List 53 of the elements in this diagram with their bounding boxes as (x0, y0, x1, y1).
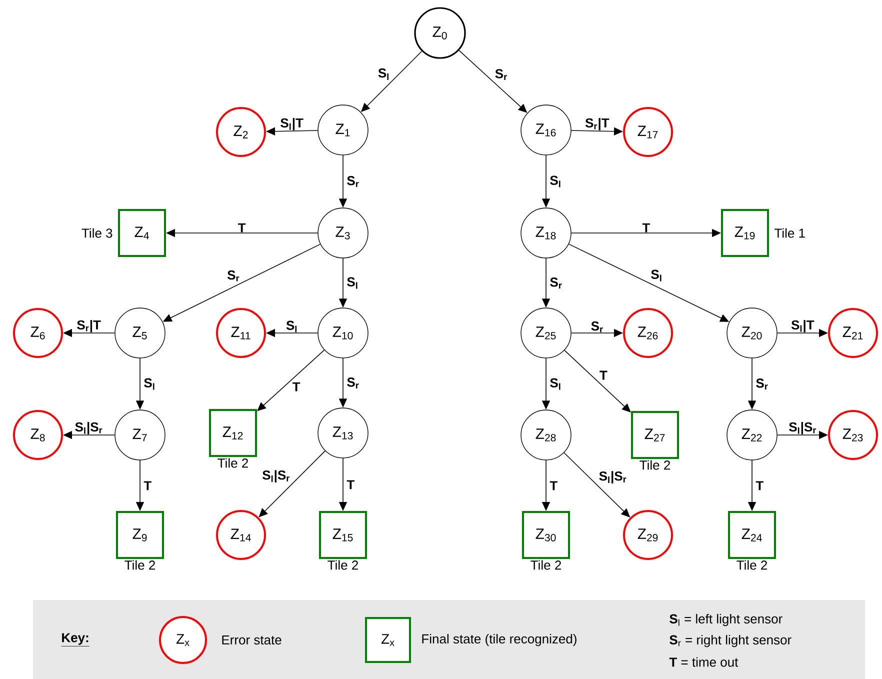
final-state-box: Z$_{9}$ (116, 511, 164, 559)
edge-label: S$_{l}$ (286, 320, 297, 332)
edge-label: S$_{l}$|T (280, 118, 304, 130)
final-state-box: Z$_{30}$ (522, 511, 570, 559)
tile-label: Tile 2 (218, 458, 248, 468)
edge-label: S$_{r}$ (227, 270, 240, 282)
tile-label: Tile 2 (530, 560, 561, 570)
edge-label: S$_{l}$ (347, 277, 358, 289)
key-note: S$_{r}$ = right light sensor (670, 634, 792, 648)
final-state-box: Z$_{27}$ (631, 411, 680, 459)
edge-label: T (144, 481, 152, 490)
edge-label: T (600, 370, 608, 380)
arrow (258, 450, 326, 518)
legend-text: Error state (222, 635, 282, 645)
final-state-box: Z$_{12}$ (209, 409, 257, 457)
edge-label: S$_{r}$ (591, 321, 603, 332)
edge-label: S$_{r}$ (347, 378, 359, 388)
legend-text: Final state (tile recognized) (422, 634, 576, 646)
edge-label: S$_{r}$ (550, 278, 562, 288)
key-note: T = time out (669, 657, 738, 667)
tile-label: Tile 1 (774, 228, 805, 238)
edge-label: S$_{l}$ (550, 378, 560, 390)
tile-label: Tile 2 (736, 560, 767, 570)
edge-label: T (292, 382, 300, 392)
final-state-box: Z$_{4}$ (118, 209, 166, 257)
final-state-box: Z$_{15}$ (319, 511, 367, 559)
edge-label: S$_{l}$|S$_{r}$ (599, 471, 626, 484)
tile-label: Tile 2 (640, 460, 670, 470)
tile-label: Tile 2 (328, 560, 358, 570)
edge-label: S$_{l}$ (144, 378, 154, 390)
final-state-box: Z$_{24}$ (728, 511, 776, 559)
edge-label: T (550, 481, 558, 490)
edge-label: S$_{l}$ (378, 68, 388, 80)
edge-label: S$_{l}$|S$_{r}$ (262, 470, 290, 482)
edge-label: S$_{l}$|S$_{r}$ (75, 422, 102, 434)
edge-label: S$_{r}$ (495, 69, 507, 80)
edge-label: S$_{l}$ (651, 270, 662, 282)
tile-label: Tile 2 (124, 560, 155, 570)
edge-label: S$_{l}$|T (791, 320, 814, 332)
key-note: S$_{l}$ = left light sensor (670, 614, 782, 626)
edge-label: S$_{r}$ (347, 176, 359, 187)
tile-label: Tile 3 (82, 228, 112, 238)
edge-label: T (642, 223, 650, 232)
edge-label: S$_{r}$|T (77, 320, 101, 332)
edge-label: T (346, 480, 354, 490)
edge-label: S$_{l}$ (550, 176, 560, 188)
key-heading: Key: (61, 633, 90, 646)
edge-label: S$_{r}$|T (585, 118, 610, 130)
edge-label: T (756, 481, 764, 490)
edge-label: S$_{r}$ (756, 378, 768, 390)
edge-label: S$_{l}$|S$_{r}$ (789, 422, 816, 434)
final-state-box: Z$_{19}$ (721, 209, 770, 257)
edge-label: T (238, 223, 246, 232)
